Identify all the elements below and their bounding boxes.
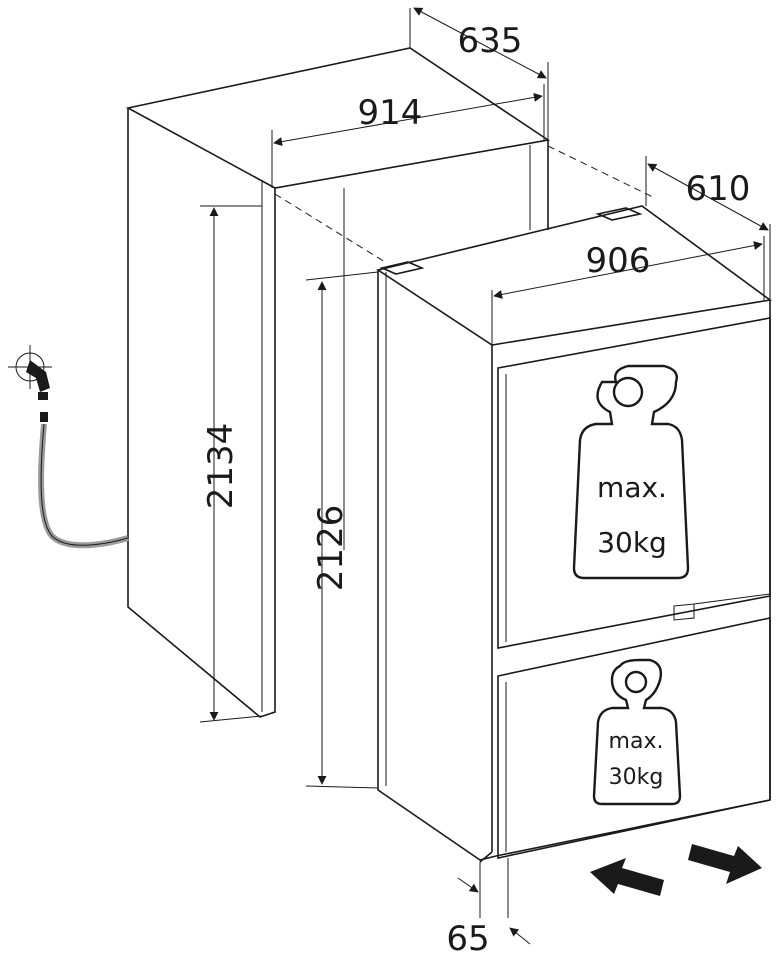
- water-tap-icon: [8, 345, 52, 422]
- niche-depth-dimension: 635: [409, 7, 549, 140]
- plinth-offset-label: 65: [446, 919, 489, 959]
- appliance-depth-label: 610: [686, 169, 751, 209]
- arrow-in-icon: [590, 858, 664, 896]
- upper-drawer: [497, 317, 771, 649]
- appliance-height-dimension: 2126: [305, 271, 379, 789]
- lower-weight-label-line1: max.: [609, 729, 664, 754]
- upper-weight-label-line2: 30kg: [597, 526, 667, 559]
- appliance-depth-dimension: 610: [645, 156, 771, 300]
- lower-drawer: [497, 617, 771, 859]
- water-hose: [38, 423, 129, 549]
- niche-cabinet: [125, 47, 656, 718]
- niche-height-dimension: 2134: [199, 205, 263, 723]
- arrow-out-icon: [688, 844, 762, 884]
- niche-width-label: 914: [358, 93, 423, 133]
- appliance-width-dimension: 906: [491, 236, 765, 345]
- appliance-body: [376, 205, 773, 863]
- weight-icon: max. 30kg: [572, 364, 690, 580]
- appliance-width-label: 906: [586, 241, 651, 281]
- weight-icon: max. 30kg: [592, 658, 682, 806]
- niche-depth-label: 635: [458, 21, 523, 61]
- niche-width-dimension: 914: [271, 84, 545, 188]
- niche-height-label: 2134: [201, 423, 241, 510]
- lower-weight-label-line2: 30kg: [609, 765, 664, 790]
- appliance-height-label: 2126: [311, 505, 351, 592]
- upper-weight-label-line1: max.: [597, 471, 667, 504]
- plinth-offset-dimension: 65: [446, 858, 531, 959]
